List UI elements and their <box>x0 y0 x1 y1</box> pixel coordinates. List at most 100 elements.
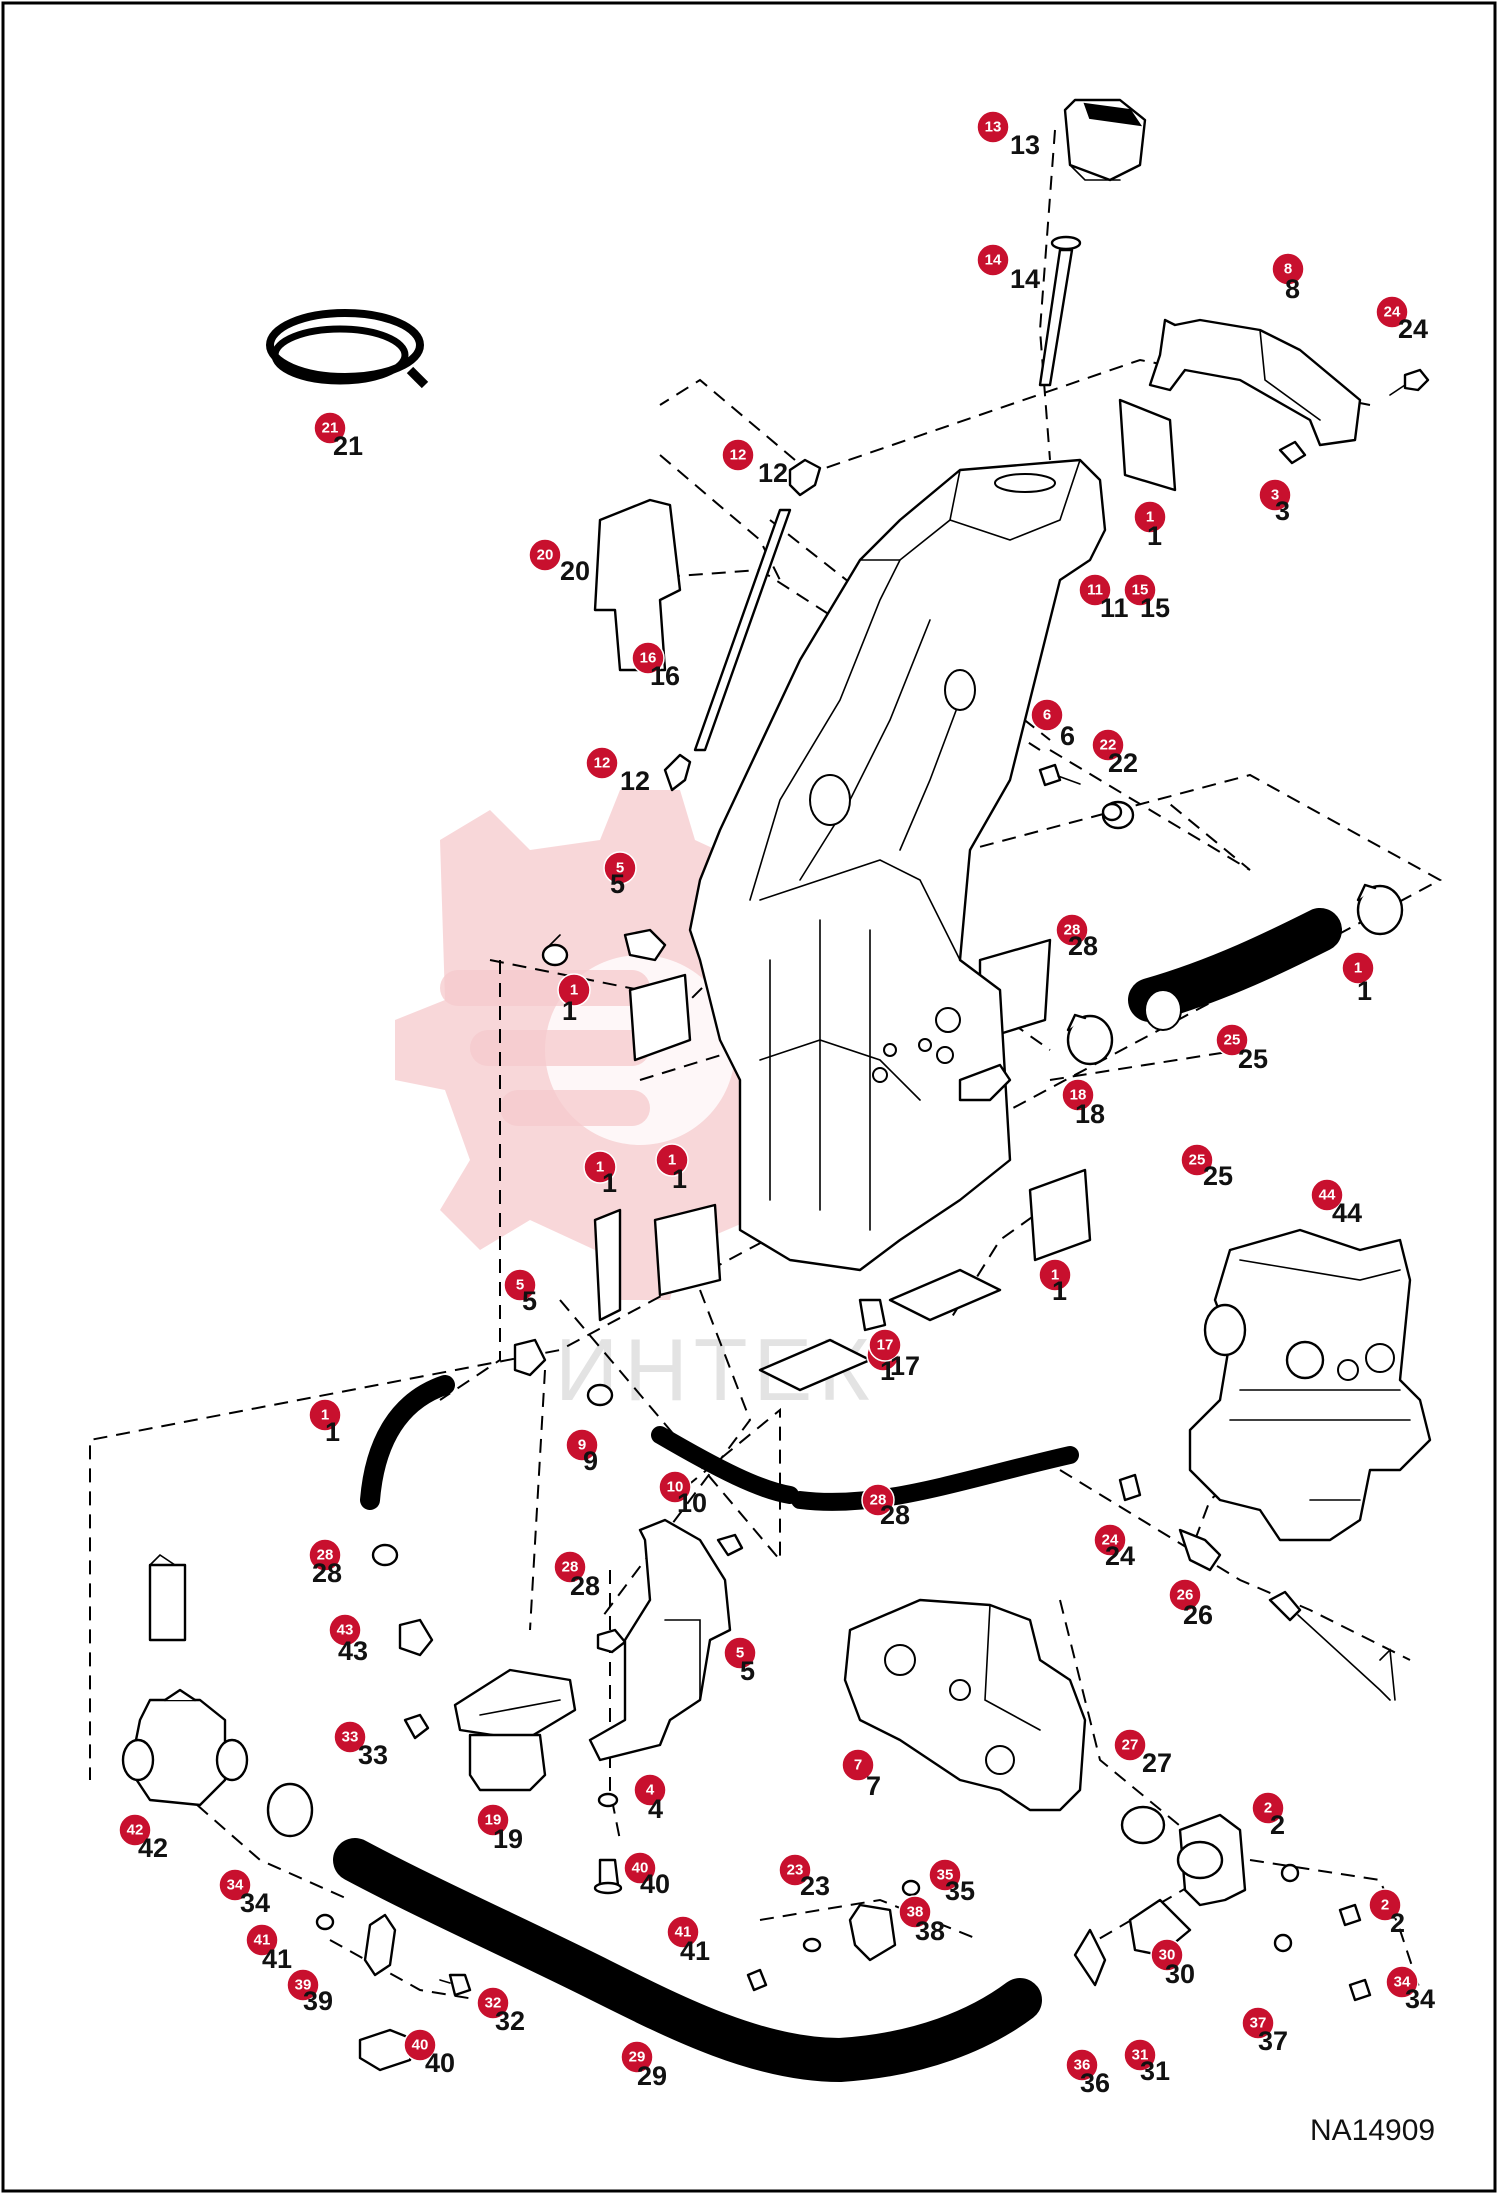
callout-number-12: 12 <box>758 458 788 488</box>
callout-number-24: 24 <box>1105 1541 1135 1571</box>
callout-number-18: 18 <box>1075 1099 1105 1129</box>
callout-number-6: 6 <box>1060 721 1075 751</box>
callout-badge-number: 1 <box>1146 509 1154 526</box>
elbow-fitting-part-12-mid <box>663 753 692 792</box>
callout-number-2: 2 <box>1270 1810 1285 1840</box>
callout-badge-3: 3 <box>1258 478 1292 512</box>
callout-badge-40: 40 <box>623 1851 657 1885</box>
callout-number-1: 1 <box>1147 521 1162 551</box>
washer-part-2 <box>597 1792 619 1808</box>
callout-number-5: 5 <box>610 869 625 899</box>
filler-cap-part <box>1063 98 1147 182</box>
callout-badge-number: 43 <box>337 1622 354 1639</box>
callout-number-5: 5 <box>740 1656 755 1686</box>
callout-badge-number: 32 <box>485 1995 502 2012</box>
callout-number-38: 38 <box>915 1916 945 1946</box>
callout-number-33: 33 <box>358 1740 388 1770</box>
callout-badge-25: 25 <box>1180 1143 1214 1177</box>
callout-badge-number: 28 <box>870 1492 887 1509</box>
callout-badge-number: 31 <box>1132 2047 1149 2064</box>
callout-badge-number: 14 <box>985 252 1002 269</box>
callout-badge-38: 38 <box>898 1895 932 1929</box>
callout-badge-35: 35 <box>928 1858 962 1892</box>
callout-number-28: 28 <box>570 1571 600 1601</box>
bolt-part-39 <box>746 1968 768 1992</box>
callout-badge-number: 33 <box>342 1729 359 1746</box>
callout-badge-29: 29 <box>620 2040 654 2074</box>
filter-part-4 <box>453 1668 577 1792</box>
clamp-part-29 <box>358 2028 417 2072</box>
clamp-part-28-top <box>541 934 569 967</box>
hose-part-10 <box>651 1426 1079 1511</box>
callout-number-32: 32 <box>495 2006 525 2036</box>
callout-badge-number: 29 <box>629 2049 646 2066</box>
callout-number-25: 25 <box>1203 1161 1233 1191</box>
pump-part-33 <box>843 1598 1087 1812</box>
callout-badge-number: 42 <box>127 1822 144 1839</box>
callout-badge-number: 15 <box>1132 582 1149 599</box>
callout-number-8: 8 <box>1285 274 1300 304</box>
callout-number-40: 40 <box>425 2048 455 2078</box>
callout-badge-19: 19 <box>476 1803 510 1837</box>
callout-badge-1: 1 <box>655 1143 689 1177</box>
washer-part-34-top <box>1280 1863 1300 1883</box>
callout-number-28: 28 <box>880 1500 910 1530</box>
callout-number-19: 19 <box>493 1824 523 1854</box>
callout-badge-1: 1 <box>308 1398 342 1432</box>
callout-badge-2: 2 <box>1368 1888 1402 1922</box>
bolt-part-24-mid <box>716 1533 744 1557</box>
callout-badge-number: 21 <box>322 420 339 437</box>
callout-badge-number: 12 <box>730 447 747 464</box>
callout-number-35: 35 <box>945 1876 975 1906</box>
callout-badge-number: 11 <box>1087 582 1103 599</box>
callout-badge-16: 16 <box>631 641 665 675</box>
callout-badge-26: 26 <box>1168 1578 1202 1612</box>
callout-badge-number: 2 <box>1381 1897 1389 1914</box>
callout-badge-9: 9 <box>565 1428 599 1462</box>
callout-number-42: 42 <box>138 1833 168 1863</box>
callout-number-20: 20 <box>560 556 590 586</box>
shield-plate-part-20 <box>593 498 682 672</box>
clamp-part-28-mid <box>586 1383 614 1407</box>
callout-badge-34: 34 <box>1385 1965 1419 1999</box>
callout-badge-40: 40 <box>403 2028 437 2062</box>
callout-badge-number: 1 <box>321 1407 329 1424</box>
callout-number-40: 40 <box>640 1869 670 1899</box>
callout-number-41: 41 <box>262 1944 292 1974</box>
callout-badge-number: 12 <box>594 755 611 772</box>
callout-number-39: 39 <box>303 1986 333 2016</box>
nut-part-27 <box>403 1713 430 1740</box>
callout-number-34: 34 <box>240 1888 270 1918</box>
callout-badge-28: 28 <box>553 1550 587 1584</box>
callout-badge-number: 17 <box>877 1337 894 1354</box>
callout-number-10: 10 <box>677 1488 707 1518</box>
callout-badge-number: 28 <box>1064 922 1081 939</box>
callout-badge-number: 38 <box>907 1904 924 1921</box>
callout-number-5: 5 <box>522 1286 537 1316</box>
coiled-hose-part <box>266 309 429 389</box>
bracket-part-30 <box>363 1913 397 1977</box>
callout-badge-5: 5 <box>723 1636 757 1670</box>
callout-number-28: 28 <box>312 1558 342 1588</box>
callout-badge-number: 2 <box>1264 1800 1272 1817</box>
callout-badge-number: 28 <box>317 1547 334 1564</box>
elbow-fitting-part-12-top <box>788 458 822 497</box>
nut-part-26 <box>596 1628 627 1654</box>
callout-badge-1: 1 <box>557 973 591 1007</box>
figure-reference-code: NA14909 <box>1310 2114 1435 2147</box>
callout-number-12: 12 <box>620 766 650 796</box>
nut-part-41-right <box>901 1879 921 1897</box>
callout-badge-number: 36 <box>1074 2057 1091 2074</box>
callout-badge-number: 24 <box>1384 304 1401 321</box>
callout-badge-number: 35 <box>937 1867 954 1884</box>
bolt-part-36 <box>1348 1978 1372 2002</box>
callout-badge-31: 31 <box>1123 2038 1157 2072</box>
gasket-plates <box>593 398 1177 1392</box>
callout-number-1: 1 <box>602 1168 617 1198</box>
callout-number-1: 1 <box>1357 976 1372 1006</box>
fitting-part-5-left <box>398 1618 434 1657</box>
callout-badge-17: 17 <box>868 1328 902 1362</box>
callout-badge-number: 1 <box>668 1152 676 1169</box>
callout-badge-25: 25 <box>1215 1023 1249 1057</box>
bolt-part-6 <box>1038 763 1081 787</box>
